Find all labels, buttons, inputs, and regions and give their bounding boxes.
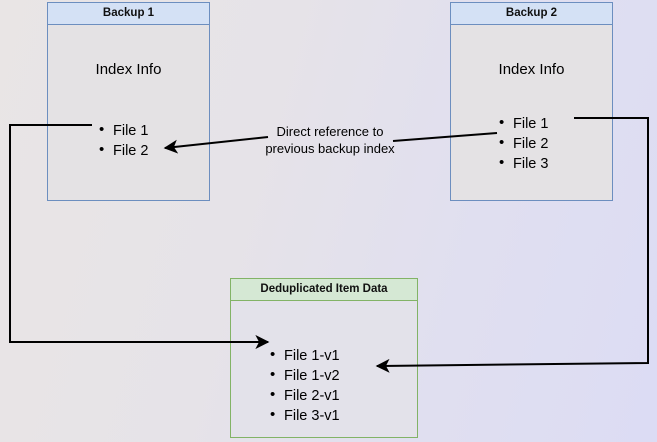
list-item: File 1	[99, 120, 148, 141]
backup-1-file-list: File 1 File 2	[99, 120, 148, 161]
list-item: File 3-v1	[270, 405, 340, 426]
direct-reference-caption: Direct reference to previous backup inde…	[245, 123, 415, 157]
backup-2-box[interactable]: Backup 2 Index Info File 1 File 2 File 3	[450, 2, 613, 201]
backup-2-file-list: File 1 File 2 File 3	[499, 113, 548, 174]
backup-2-body: Index Info File 1 File 2 File 3	[451, 25, 612, 200]
list-item: File 2	[99, 140, 148, 161]
deduplicated-item-data-box[interactable]: Deduplicated Item Data File 1-v1 File 1-…	[230, 278, 418, 438]
list-item: File 1-v2	[270, 365, 340, 386]
backup-1-body: Index Info File 1 File 2	[48, 25, 209, 200]
list-item: File 2	[499, 133, 548, 154]
backup-2-title: Backup 2	[451, 3, 612, 25]
caption-line-2: previous backup index	[265, 141, 395, 156]
backup-1-box[interactable]: Backup 1 Index Info File 1 File 2	[47, 2, 210, 201]
caption-line-1: Direct reference to	[276, 124, 384, 139]
backup-1-index-label: Index Info	[95, 61, 162, 78]
list-item: File 1	[499, 113, 548, 134]
dedup-title: Deduplicated Item Data	[231, 279, 417, 301]
dedup-body: File 1-v1 File 1-v2 File 2-v1 File 3-v1	[231, 301, 417, 437]
backup-1-title: Backup 1	[48, 3, 209, 25]
backup-2-index-label: Index Info	[498, 61, 565, 78]
list-item: File 1-v1	[270, 345, 340, 366]
list-item: File 2-v1	[270, 385, 340, 406]
list-item: File 3	[499, 153, 548, 174]
dedup-file-list: File 1-v1 File 1-v2 File 2-v1 File 3-v1	[270, 345, 340, 426]
